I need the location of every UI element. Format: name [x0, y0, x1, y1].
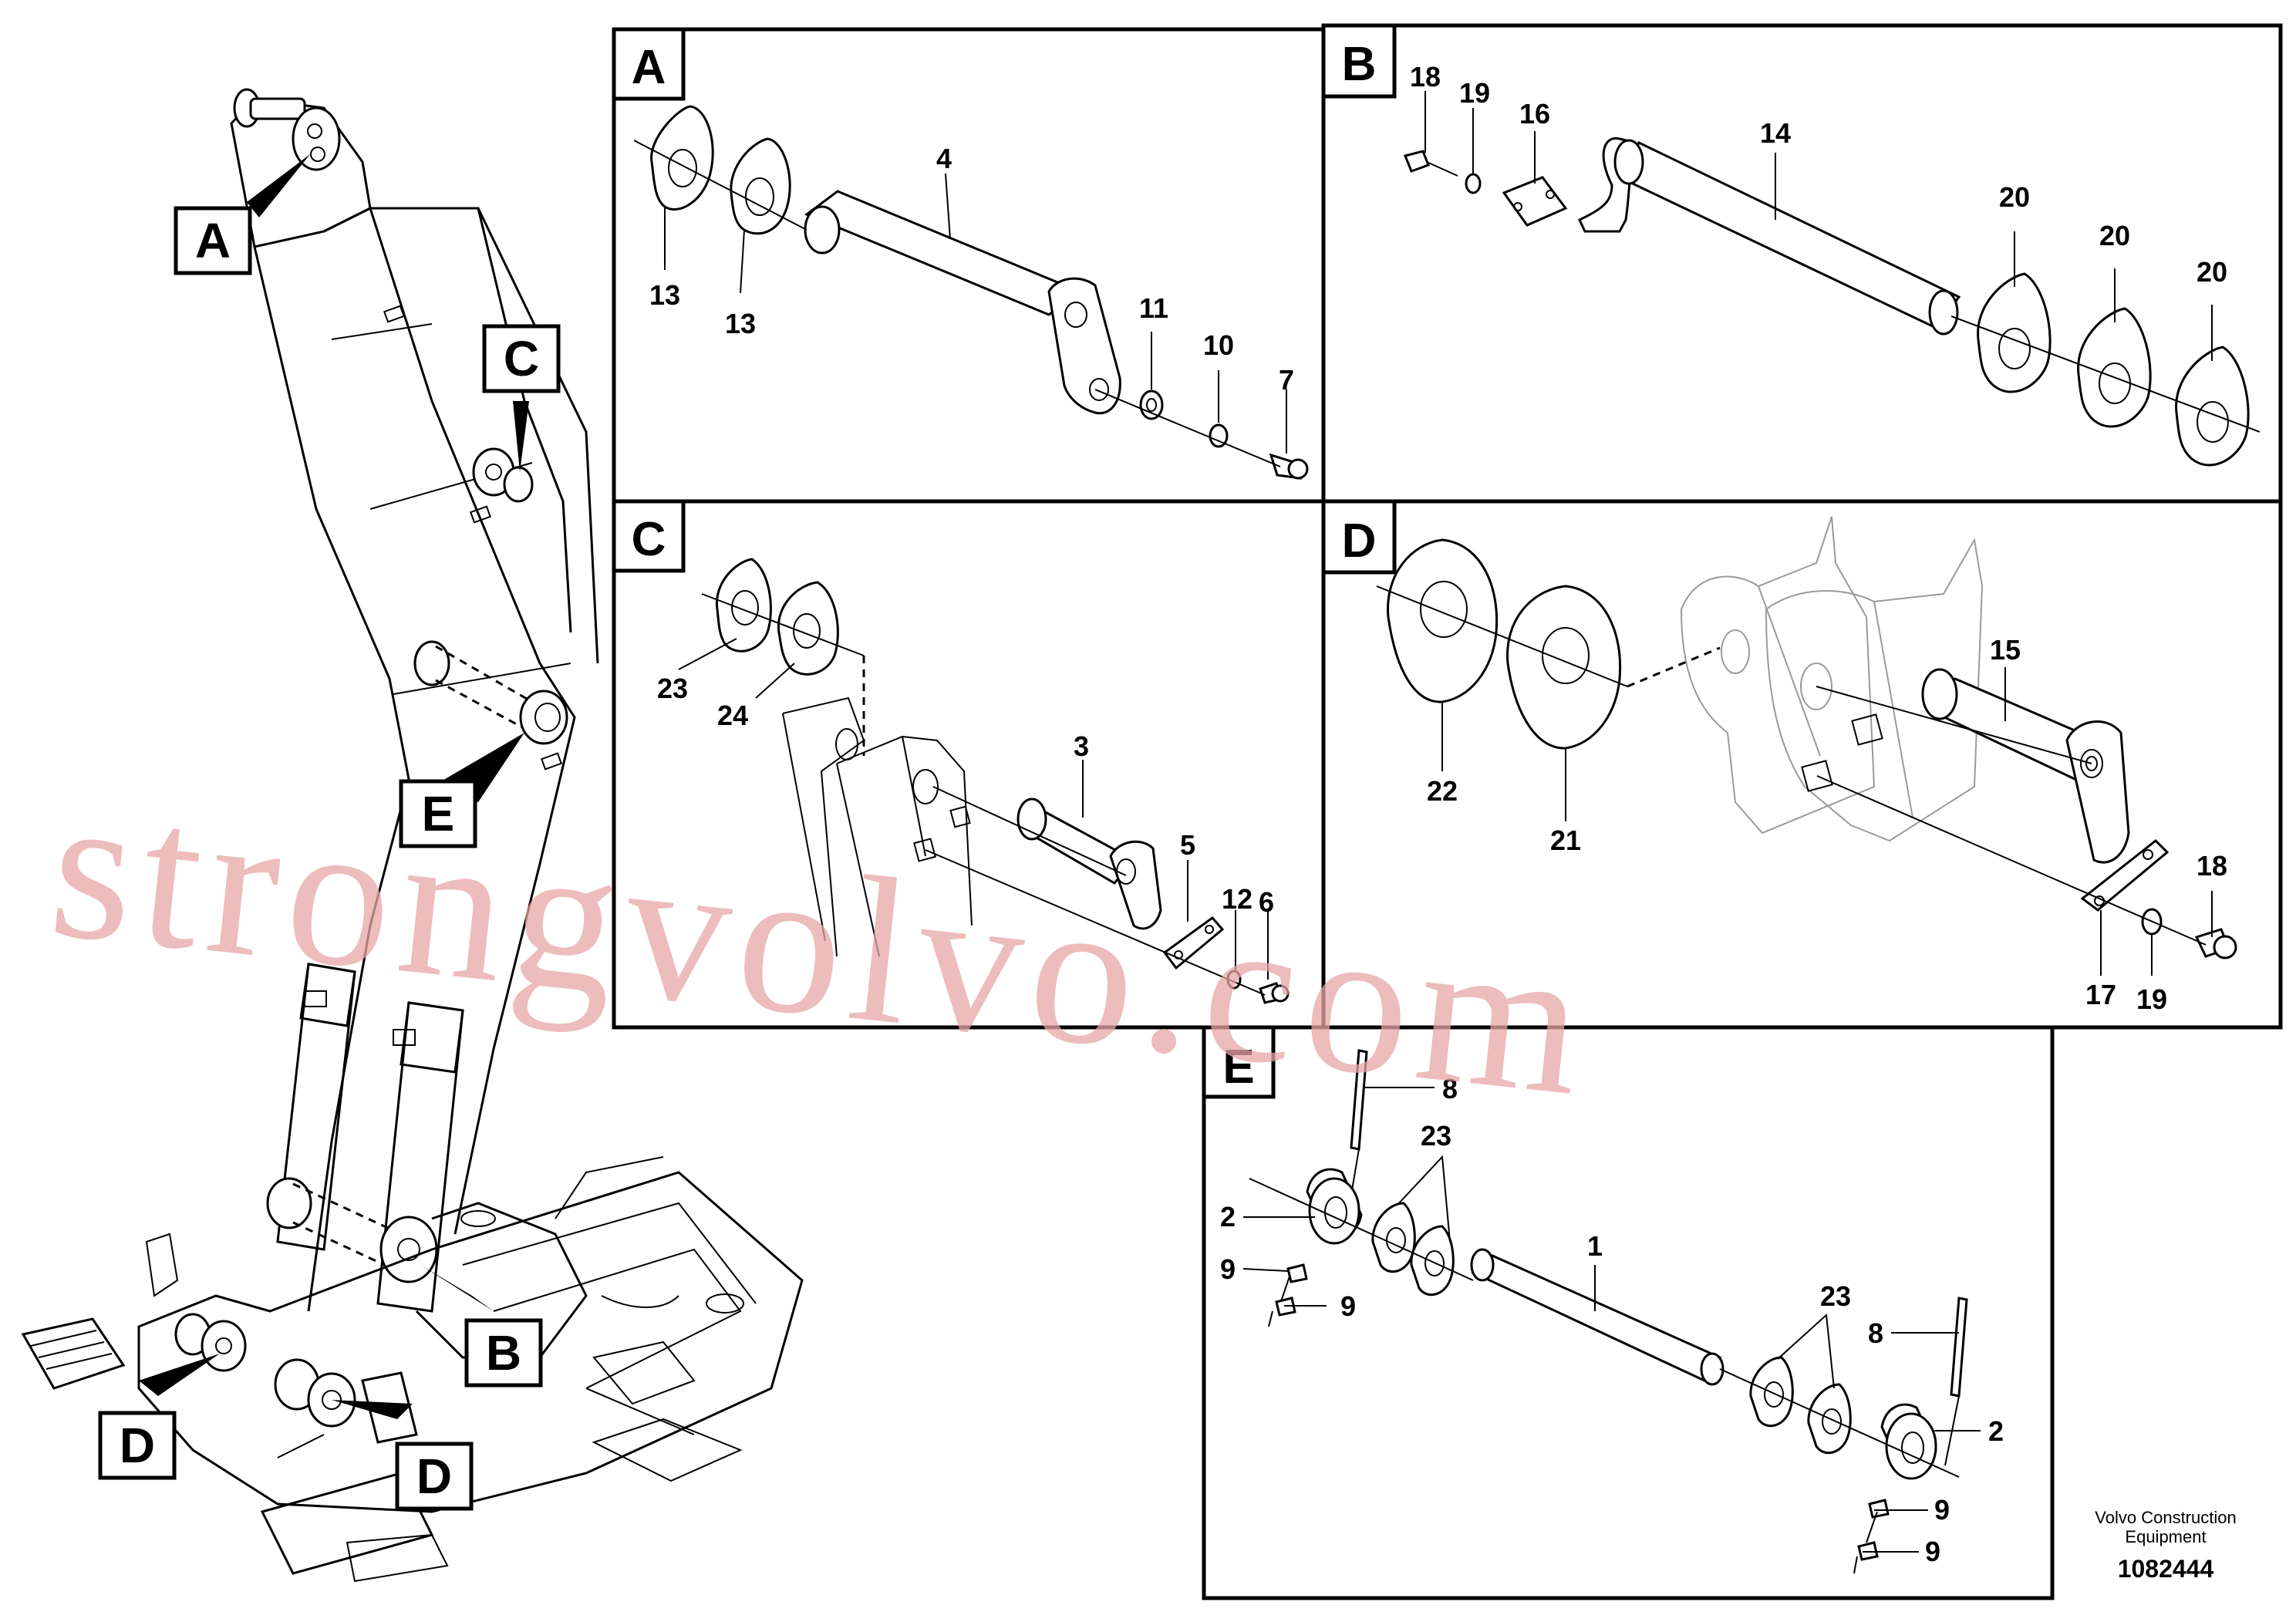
callout-c-label: C [504, 331, 539, 386]
panel-c-part-12: 12 [1222, 883, 1253, 915]
panel-c-part-24: 24 [717, 700, 748, 731]
panel-c-part-3: 3 [1074, 730, 1089, 762]
panel-d-part-19: 19 [2136, 983, 2167, 1015]
callout-a-label: A [195, 213, 231, 268]
panel-c-part-23: 23 [657, 673, 688, 704]
panel-b-label: B [1342, 38, 1377, 91]
footer-company-line2: Equipment [2125, 1527, 2206, 1546]
panel-b-part-20-third: 20 [2197, 256, 2227, 288]
panel-d-part-21: 21 [1550, 824, 1581, 856]
panel-b-part-20-second: 20 [2099, 220, 2130, 251]
panel-e-part-2-left: 2 [1220, 1201, 1236, 1233]
panel-b-part-19: 19 [1459, 77, 1490, 109]
panel-d-part-18: 18 [2197, 850, 2227, 882]
panel-e-part-1: 1 [1587, 1230, 1603, 1262]
panel-a-part-10: 10 [1203, 329, 1234, 361]
panel-a-label: A [632, 41, 666, 94]
panel-d-part-22: 22 [1427, 775, 1458, 807]
panel-b-part-20-first: 20 [1999, 181, 2030, 213]
panel-c-label: C [632, 513, 666, 566]
panel-a-part-7: 7 [1279, 364, 1294, 396]
callout-box-d-right[interactable]: D [395, 1442, 474, 1511]
panel-b-part-18: 18 [1410, 61, 1441, 93]
panel-e-part-23-right: 23 [1820, 1280, 1851, 1312]
panel-e-label: E [1222, 1040, 1254, 1094]
panel-e-part-9-right-a: 9 [1934, 1494, 1950, 1526]
watermark-text: strongvolvo.com [42, 749, 1602, 1140]
detail-panel-b: B 18 19 16 14 20 20 20 [1321, 23, 2283, 504]
footer-company-line1: Volvo Construction [2095, 1508, 2236, 1527]
panel-a-part-11: 11 [1139, 292, 1168, 324]
panel-e-part-9-left-b: 9 [1340, 1290, 1356, 1322]
panel-e-part-23-left: 23 [1421, 1120, 1451, 1152]
callout-box-a[interactable]: A [174, 206, 252, 275]
panel-a-part-13-left: 13 [649, 279, 680, 311]
callout-e-label: E [422, 786, 455, 841]
panel-d-part-15: 15 [1990, 634, 2021, 666]
panel-c-part-6: 6 [1259, 886, 1274, 918]
panel-a-part-4: 4 [936, 143, 952, 174]
panel-d-part-17: 17 [2085, 979, 2116, 1010]
callout-box-e[interactable]: E [399, 779, 477, 848]
detail-panel-e: E [1202, 1025, 2055, 1600]
panel-d-label: D [1342, 514, 1377, 568]
panel-e-part-8-right: 8 [1868, 1317, 1883, 1349]
panel-e-part-9-right-b: 9 [1925, 1536, 1940, 1567]
detail-panel-d: D [1321, 499, 2283, 1030]
drawing-footer: Volvo Construction Equipment 1082444 [2095, 1508, 2236, 1583]
callout-box-c[interactable]: C [482, 324, 561, 393]
panel-b-part-14: 14 [1760, 117, 1791, 149]
panel-e-part-2-right: 2 [1988, 1415, 2004, 1447]
panel-e-part-9-left-a: 9 [1220, 1253, 1236, 1285]
callout-d-left-label: D [120, 1418, 155, 1473]
detail-panel-a: A 13 13 4 11 10 7 [612, 27, 1326, 504]
panel-b-part-16: 16 [1519, 98, 1550, 130]
callout-b-label: B [486, 1325, 521, 1381]
detail-panel-c: C [612, 499, 1326, 1030]
callout-box-d-left[interactable]: D [98, 1411, 177, 1480]
boom-overview [21, 88, 804, 1583]
panel-e-part-8-top: 8 [1442, 1073, 1458, 1104]
panel-a-part-13-right: 13 [725, 308, 756, 339]
callout-box-b[interactable]: B [464, 1318, 543, 1388]
panel-c-part-5: 5 [1180, 829, 1195, 861]
drawing-number: 1082444 [2118, 1555, 2214, 1583]
callout-d-right-label: D [416, 1448, 452, 1504]
